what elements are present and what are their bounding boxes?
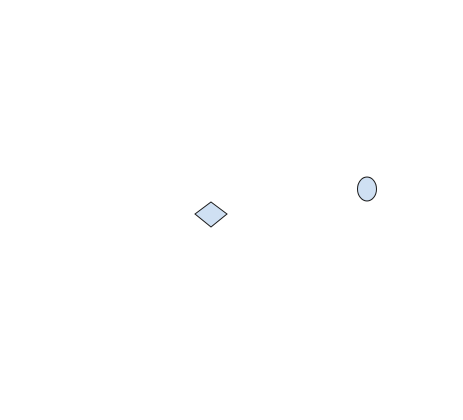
diamond-shape[interactable]: [194, 201, 228, 228]
ellipse-shape[interactable]: [357, 176, 377, 202]
